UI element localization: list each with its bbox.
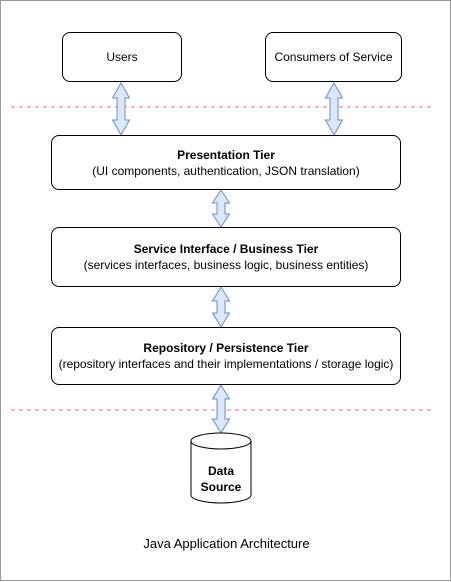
service-tier-subtitle: (services interfaces, business logic, bu… xyxy=(83,258,369,272)
repository-tier-box: Repository / Persistence Tier (repositor… xyxy=(51,327,401,385)
arrow-service-repository xyxy=(211,286,231,328)
arrow-users-presentation xyxy=(111,81,131,137)
double-arrow-icon xyxy=(111,81,131,137)
presentation-tier-box: Presentation Tier (UI components, authen… xyxy=(51,135,401,190)
data-source-label-line1: Data xyxy=(207,464,234,478)
service-tier-box: Service Interface / Business Tier (servi… xyxy=(51,227,401,287)
repository-tier-title: Repository / Persistence Tier xyxy=(143,341,309,355)
double-arrow-icon xyxy=(211,189,231,228)
diagram-caption: Java Application Architecture xyxy=(143,536,310,551)
arrow-presentation-service xyxy=(211,189,231,228)
double-arrow-icon xyxy=(324,81,344,137)
presentation-tier-subtitle: (UI components, authentication, JSON tra… xyxy=(92,163,360,178)
data-source-cylinder xyxy=(190,432,252,504)
double-arrow-icon xyxy=(211,286,231,328)
presentation-tier-title: Presentation Tier xyxy=(177,147,275,162)
repository-tier-subtitle: (repository interfaces and their impleme… xyxy=(58,357,394,371)
arrow-repository-datasource xyxy=(211,384,231,434)
database-icon xyxy=(190,432,252,504)
consumers-label: Consumers of Service xyxy=(274,50,393,64)
service-tier-title: Service Interface / Business Tier xyxy=(133,242,319,256)
users-label: Users xyxy=(106,50,138,64)
users-box: Users xyxy=(62,32,182,82)
consumers-box: Consumers of Service xyxy=(265,32,402,82)
data-source-label: Data Source xyxy=(191,463,251,495)
arrow-consumers-presentation xyxy=(324,81,344,137)
data-source-label-line2: Source xyxy=(200,480,242,494)
double-arrow-icon xyxy=(211,384,231,434)
cylinder-top-rim xyxy=(190,440,252,450)
